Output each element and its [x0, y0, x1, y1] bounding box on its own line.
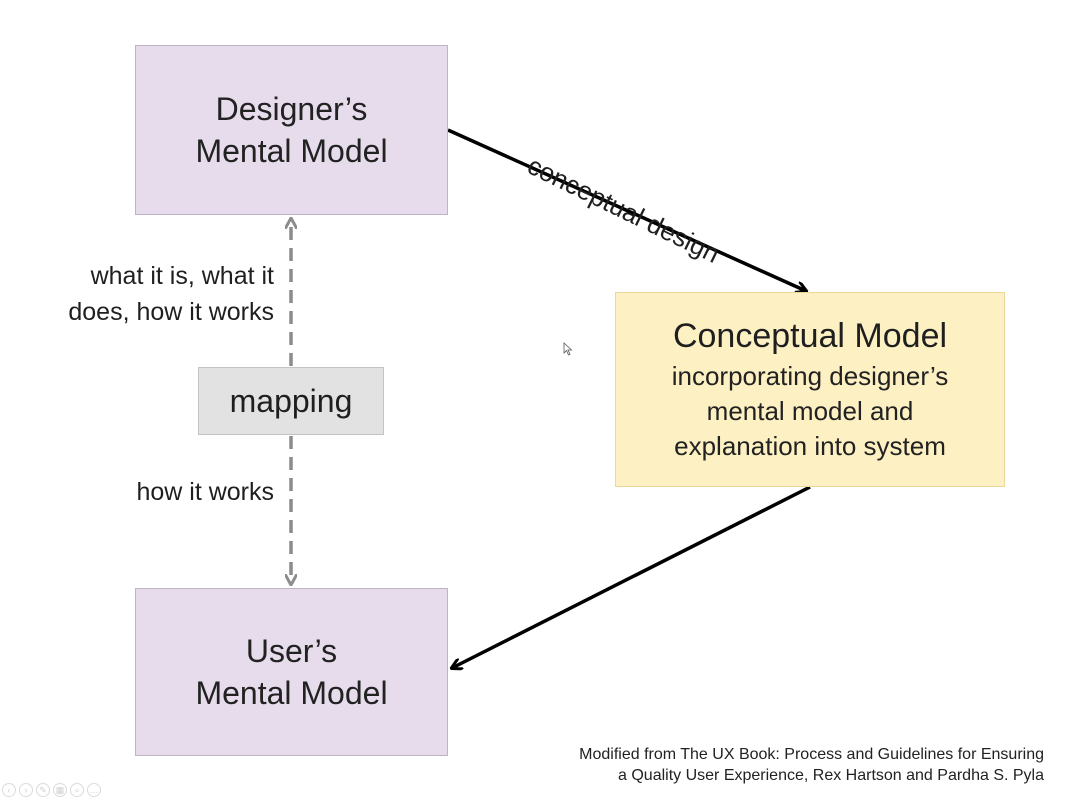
- mapping-label: mapping: [229, 382, 353, 419]
- previous-icon[interactable]: ‹: [2, 783, 16, 797]
- designers-mental-model-line-2: Mental Model: [195, 133, 388, 169]
- what-it-is-label-line-2: does, how it works: [68, 298, 274, 326]
- conceptual-model-box: Conceptual Model incorporating designer’…: [615, 292, 1005, 487]
- users-mental-model-line-1: User’s: [245, 633, 338, 669]
- source-credit-line-2: a Quality User Experience, Rex Hartson a…: [618, 767, 1044, 784]
- what-it-is-label: what it is, what it does, how it works: [68, 258, 274, 330]
- conceptual-model-subtitle-line-3: explanation into system: [674, 431, 946, 461]
- play-icon[interactable]: ›: [19, 783, 33, 797]
- how-it-works-label: how it works: [136, 478, 274, 506]
- conceptual-model-subtitle-line-1: incorporating designer’s: [671, 361, 949, 391]
- conceptual-design-arrow: [447, 128, 806, 291]
- designers-mental-model-box: Designer’s Mental Model: [135, 45, 448, 215]
- designers-mental-model-line-1: Designer’s: [215, 91, 368, 127]
- menu-icon[interactable]: …: [87, 783, 101, 797]
- system-to-user-arrow: [452, 485, 811, 668]
- zoom-icon[interactable]: ⌕: [70, 783, 84, 797]
- users-mental-model-box: User’s Mental Model: [135, 588, 448, 756]
- pen-icon[interactable]: ✎: [36, 783, 50, 797]
- mapping-box: mapping: [198, 367, 384, 435]
- slides-icon[interactable]: ▦: [53, 783, 67, 797]
- what-it-is-label-line-1: what it is, what it: [90, 262, 274, 290]
- conceptual-model-subtitle-line-2: mental model and: [706, 396, 914, 426]
- source-credit-line-1: Modified from The UX Book: Process and G…: [579, 746, 1044, 763]
- conceptual-model-title: Conceptual Model: [672, 317, 948, 355]
- mouse-pointer-icon: [563, 342, 573, 361]
- slideshow-toolbar: ‹ › ✎ ▦ ⌕ …: [2, 783, 101, 797]
- source-credit: Modified from The UX Book: Process and G…: [579, 744, 1044, 786]
- users-mental-model-line-2: Mental Model: [195, 675, 388, 711]
